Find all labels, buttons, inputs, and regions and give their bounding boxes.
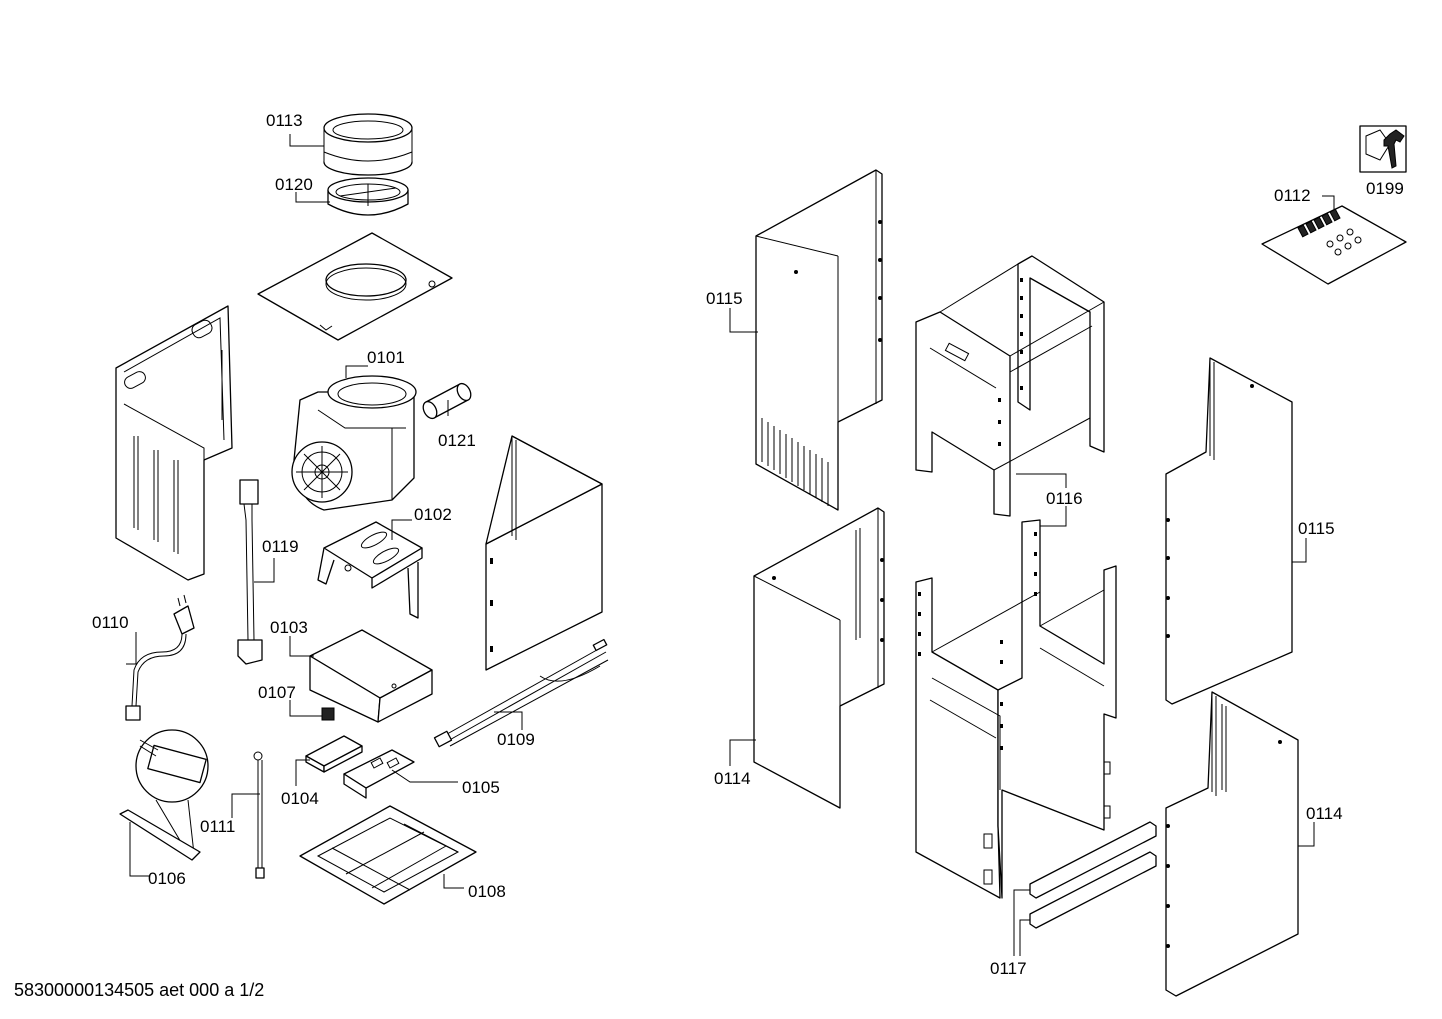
part-0115-chimney-upper-left (755, 169, 883, 511)
part-0119-wiring-harness (237, 479, 263, 665)
label-0111: 0111 (200, 817, 235, 836)
label-0107: 0107 (258, 683, 296, 702)
part-0112-screw-bag (1261, 205, 1407, 285)
label-0112: 0112 (1274, 186, 1311, 205)
label-0101: 0101 (367, 348, 405, 367)
label-0103: 0103 (270, 618, 308, 637)
part-0199-tool-icon (1359, 125, 1407, 173)
label-0109: 0109 (497, 730, 535, 749)
label-0117: 0117 (990, 959, 1027, 978)
label-0105: 0105 (462, 778, 500, 797)
part-0109-cable-harness (433, 638, 609, 748)
label-0114-right: 0114 (1306, 804, 1343, 823)
label-0113: 0113 (266, 111, 303, 130)
label-0114-left: 0114 (714, 769, 751, 788)
leader-lines (126, 134, 1335, 956)
label-0102: 0102 (414, 505, 452, 524)
part-labels: 0113 0120 0101 0121 0102 0119 0110 0103 … (92, 111, 1404, 978)
part-0106-connector-cable (119, 729, 209, 861)
label-0120: 0120 (275, 175, 313, 194)
part-0105-circuit-board (343, 749, 415, 799)
part-0114-chimney-lower-left (753, 507, 885, 809)
part-0101-blower-fan (291, 375, 417, 511)
top-cover-plate (257, 232, 453, 341)
label-0108: 0108 (468, 882, 506, 901)
label-0199: 0199 (1366, 179, 1404, 198)
lower-chimney-frame (915, 519, 1117, 899)
part-0113-duct-collar (323, 113, 413, 176)
label-0110: 0110 (92, 613, 129, 632)
part-0120-damper-ring (327, 177, 409, 216)
part-0103-control-box (309, 629, 433, 723)
part-0116-upper-frame (915, 255, 1105, 517)
label-0116: 0116 (1046, 489, 1083, 508)
part-0121-capacitor (422, 382, 472, 420)
document-id: 58300000134505 aet 000 a 1/2 (14, 980, 265, 1000)
label-0115-left: 0115 (706, 289, 743, 308)
label-0104: 0104 (281, 789, 319, 808)
part-0110-power-cord (125, 594, 195, 721)
part-0104-bracket (305, 735, 363, 773)
label-0119: 0119 (262, 537, 299, 556)
left-rear-panel (115, 305, 233, 581)
label-0106: 0106 (148, 869, 186, 888)
part-0115-chimney-upper-right (1165, 357, 1293, 705)
front-panel-left-group (485, 435, 603, 671)
part-0102-mounting-bracket (317, 521, 423, 619)
part-0107-switch (321, 707, 335, 721)
part-0111-earth-wire (253, 751, 265, 879)
part-0108-filter-grid (299, 805, 477, 905)
part-0114-chimney-lower-right (1165, 691, 1299, 997)
part-0117-trim-strips (1029, 821, 1157, 929)
label-0121: 0121 (438, 431, 476, 450)
label-0115-right: 0115 (1298, 519, 1335, 538)
